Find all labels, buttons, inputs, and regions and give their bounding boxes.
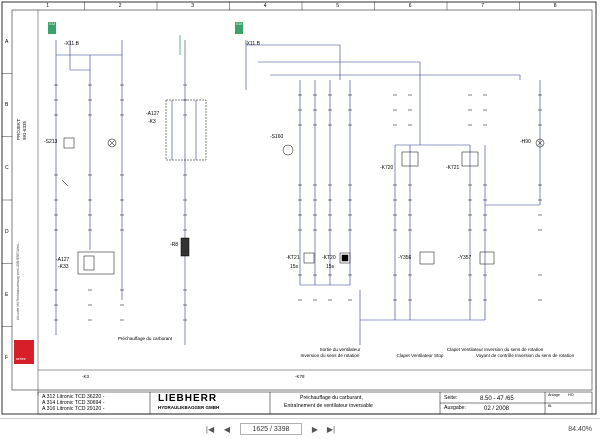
caption-fan-output: Sortie du ventilateur <box>319 347 361 352</box>
page-indicator-input[interactable]: 1625 / 3398 <box>240 423 302 435</box>
disclaimer-text: Als unter Mit Rechtsanweisung vom LIEBHE… <box>16 241 20 320</box>
heater-r8 <box>180 237 190 257</box>
anlage-label: Anlage <box>548 393 560 397</box>
label-x11b-right: -X11.B <box>245 41 260 47</box>
grid-column-label: 2 <box>118 3 122 9</box>
anlage-value: HO <box>568 393 574 397</box>
lamp-h90 <box>535 138 545 148</box>
label-a127-left: -A127 <box>56 257 70 263</box>
label-s160: -S160 <box>270 134 284 140</box>
label-a127-mid: -A127 <box>146 111 160 117</box>
caption-fuel-preheating: Préchauffage du carburant <box>117 336 173 341</box>
label-k3: -K3 <box>148 119 156 125</box>
grid-row-label: D <box>5 228 9 235</box>
grid-row-label: E <box>5 292 9 298</box>
label-x11b-left: -X11.B <box>64 41 79 47</box>
project-number: 991-6335 <box>22 120 27 140</box>
logo-e-mark <box>14 340 34 364</box>
label-kt20: -KT20 <box>322 255 336 261</box>
brand-subtitle: HYDRAULIKBAGGER GMBH <box>158 405 220 410</box>
brand-logo: LIEBHERR <box>158 393 218 404</box>
grid-column-label: 3 <box>191 3 195 9</box>
grid-row-label: F <box>5 355 9 362</box>
ausgabe-value: 02 / 2008 <box>484 406 510 412</box>
label-s213: -S213 <box>44 139 58 145</box>
caption-flap-reversal: Clapet Ventilateur Inversion du sens de … <box>446 347 544 352</box>
bl-label: Bl. <box>548 404 553 408</box>
timer-kt20 <box>339 252 351 264</box>
grid-column-label: 4 <box>263 3 267 9</box>
label-y356: -Y356 <box>398 255 412 261</box>
circuit-fan-reversal <box>245 40 541 345</box>
circuit-fuel-preheating <box>55 40 123 335</box>
zoom-level[interactable]: 84.40% <box>568 426 592 433</box>
connector-badge-x10: X10 <box>235 22 243 34</box>
label-k721: -K721 <box>446 165 460 171</box>
first-page-icon[interactable]: |◀ <box>205 425 215 434</box>
valve-y357 <box>479 251 495 265</box>
label-k78: -K78 <box>295 374 305 379</box>
caption-fan-reversal: Inversion du sens de rotation <box>300 353 360 358</box>
label-k720: -K720 <box>380 165 394 171</box>
last-page-icon[interactable]: ▶| <box>326 425 336 434</box>
schematic-drawing <box>1 1 597 415</box>
grid-row-label: B <box>5 102 9 108</box>
pdf-viewer-toolbar: |◀ ◀ 1625 / 3398 ▶ ▶| 84.40% <box>0 418 600 439</box>
next-page-icon[interactable]: ▶ <box>311 425 319 434</box>
series-label: series <box>16 357 26 361</box>
grid-column-label: 5 <box>336 3 340 9</box>
valve-y356 <box>419 251 435 265</box>
title-block <box>37 391 593 415</box>
label-k3-bottom: -K3 <box>82 374 90 379</box>
prev-page-icon[interactable]: ◀ <box>223 425 231 434</box>
seite-value: 8.50 - 47 /65 <box>480 396 514 402</box>
grid-column-label: 6 <box>408 3 412 9</box>
label-timer-1: 15s <box>290 264 299 270</box>
label-h90: -H90 <box>520 139 531 145</box>
grid-column-label: 7 <box>481 3 485 9</box>
grid-column-label: 1 <box>46 3 50 9</box>
grid-row-label: A <box>5 38 9 45</box>
relay-k3-box <box>165 99 207 161</box>
label-y357: -Y357 <box>458 255 472 261</box>
relay-k33-coil <box>77 251 115 275</box>
lamp-s213 <box>107 138 117 148</box>
sensor-s160 <box>282 144 294 156</box>
label-k33: -K33 <box>58 264 69 270</box>
model-line-2: A 314 Litronic TCD 30694 - <box>42 400 105 406</box>
label-kt21: -KT21 <box>286 255 300 261</box>
label-timer-2: 15s <box>326 264 335 270</box>
description-line-1: Préchauffage du carburant, <box>300 395 363 401</box>
grid-column-label: 8 <box>553 3 557 9</box>
model-line-3: A 316 Litronic TCD 29120 - <box>42 406 105 412</box>
caption-flap-stop: Clapet Ventilateur Stop <box>396 353 444 358</box>
grid-row-label: C <box>5 165 9 172</box>
ausgabe-label: Ausgabe: <box>444 405 466 411</box>
label-r8: -R8 <box>170 242 179 248</box>
seite-label: Seite: <box>444 395 458 401</box>
project-label: PROJEKT: <box>16 118 21 140</box>
connector-badge-x12: X12 <box>48 22 56 34</box>
timer-kt21 <box>303 252 315 264</box>
model-line-1: A 312 Litronic TCD 36220 - <box>42 394 105 400</box>
circuit-heater <box>171 40 197 345</box>
caption-indicator-lamp: Voyant de contrôle Inversion du sens de … <box>475 353 575 358</box>
description-line-2: Entraînement de ventilateur inversable <box>284 403 373 409</box>
